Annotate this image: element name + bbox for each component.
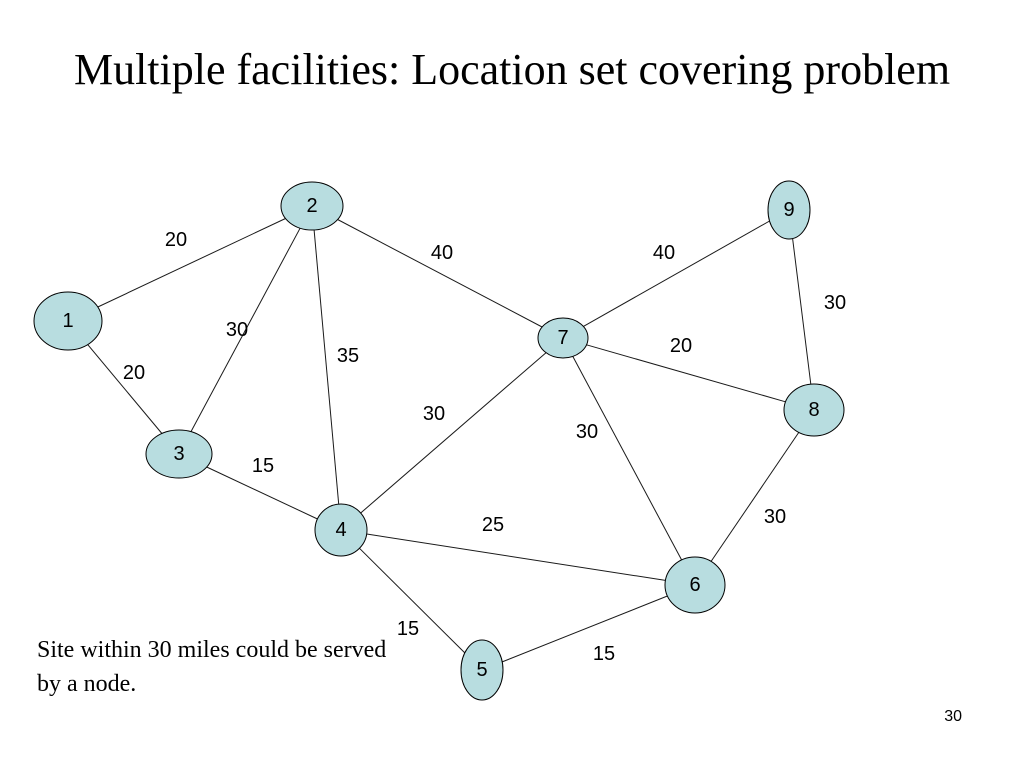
edge-2-7 — [337, 219, 543, 328]
node-circle-9 — [767, 180, 811, 240]
node-circle-8 — [783, 383, 845, 437]
node-2: 2 — [280, 181, 344, 231]
node-circle-1 — [33, 291, 103, 351]
node-label-9: 9 — [783, 199, 794, 221]
edge-8-6 — [710, 432, 800, 562]
node-circle-2 — [280, 181, 344, 231]
edge-weight-7-8: 20 — [670, 335, 692, 357]
edge-2-4 — [313, 229, 340, 505]
edge-weight-8-6: 30 — [764, 506, 786, 528]
edge-weight-3-4: 15 — [252, 455, 274, 477]
node-9: 9 — [767, 180, 811, 240]
edge-4-5 — [359, 547, 466, 654]
edge-weight-1-2: 20 — [165, 229, 187, 251]
node-label-8: 8 — [808, 399, 819, 421]
node-label-7: 7 — [557, 327, 568, 349]
node-label-4: 4 — [335, 519, 346, 541]
edge-weight-2-3: 30 — [226, 319, 248, 341]
edge-7-8 — [586, 344, 786, 403]
edge-7-9 — [583, 220, 770, 327]
edge-3-4 — [206, 466, 318, 520]
node-label-6: 6 — [689, 574, 700, 596]
edge-labels-layer: 20 20 30 35 40 15 30 25 15 15 30 20 40 30 30 — [123, 229, 846, 665]
edge-2-3 — [190, 227, 301, 432]
node-circle-6 — [664, 556, 726, 614]
edge-4-7 — [360, 352, 547, 514]
edge-7-6 — [572, 356, 683, 561]
node-7: 7 — [537, 317, 589, 359]
node-label-3: 3 — [173, 443, 184, 465]
edge-weight-4-6: 25 — [482, 514, 504, 536]
edge-weight-2-4: 35 — [337, 345, 359, 367]
edge-weight-4-7: 30 — [423, 403, 445, 425]
nodes-layer: 1 2 3 4 5 6 7 8 9 — [33, 180, 845, 701]
edge-weight-9-8: 30 — [824, 292, 846, 314]
edge-weight-2-7: 40 — [431, 242, 453, 264]
slide-title: Multiple facilities: Location set coveri… — [73, 45, 951, 94]
node-label-1: 1 — [62, 310, 73, 332]
page-number: 30 — [944, 708, 962, 725]
edge-weight-5-6: 15 — [593, 643, 615, 665]
node-6: 6 — [664, 556, 726, 614]
node-3: 3 — [145, 429, 213, 479]
node-label-2: 2 — [306, 195, 317, 217]
node-circle-7 — [537, 317, 589, 359]
edge-1-3 — [87, 344, 163, 434]
node-label-5: 5 — [476, 659, 487, 681]
edge-weight-1-3: 20 — [123, 362, 145, 384]
edge-weight-4-5: 15 — [397, 618, 419, 640]
node-5: 5 — [460, 639, 504, 701]
coverage-note: Site within 30 miles could be served by … — [37, 637, 387, 697]
edge-weight-7-6: 30 — [576, 421, 598, 443]
node-circle-5 — [460, 639, 504, 701]
edges-layer — [87, 218, 812, 663]
node-8: 8 — [783, 383, 845, 437]
edge-5-6 — [502, 595, 668, 663]
edge-4-6 — [366, 533, 666, 581]
edge-weight-7-9: 40 — [653, 242, 675, 264]
node-1: 1 — [33, 291, 103, 351]
edge-1-2 — [97, 218, 286, 308]
node-circle-4 — [314, 503, 368, 557]
edge-9-8 — [792, 238, 812, 385]
node-circle-3 — [145, 429, 213, 479]
node-4: 4 — [314, 503, 368, 557]
